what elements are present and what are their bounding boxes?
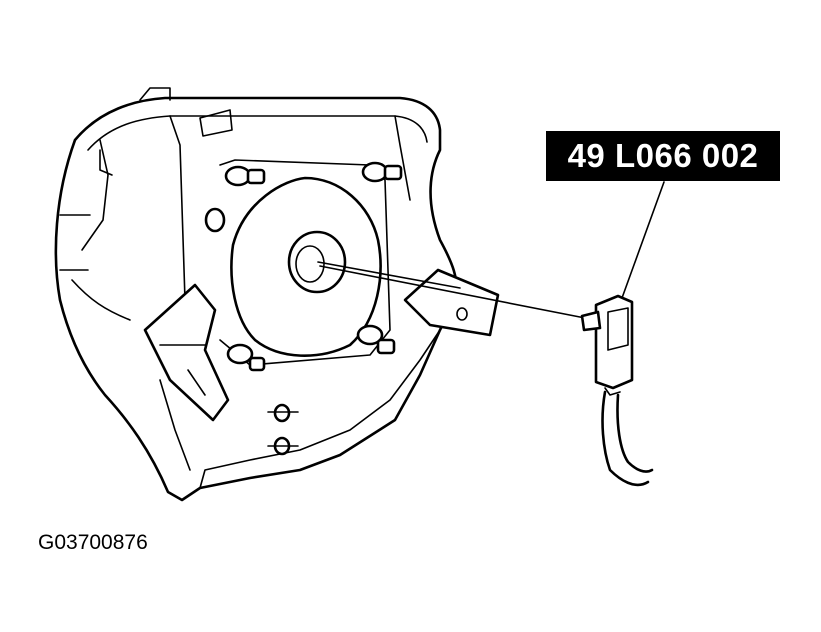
- mounting-studs: [204, 161, 403, 456]
- adapter-cable: [601, 390, 650, 487]
- deployment-tool-arm: [317, 261, 500, 337]
- part-number-label: 49 L066 002: [546, 131, 780, 181]
- mounting-bracket: [143, 283, 230, 422]
- airbag-module-housing: [54, 87, 458, 502]
- part-label-leader-line: [621, 181, 665, 299]
- connector-lead-line: [319, 265, 586, 319]
- figure-code: G03700876: [38, 531, 148, 554]
- adapter-cable-inner: [616, 393, 654, 473]
- inflator-disc: [219, 159, 391, 366]
- sst-adapter: [580, 294, 634, 396]
